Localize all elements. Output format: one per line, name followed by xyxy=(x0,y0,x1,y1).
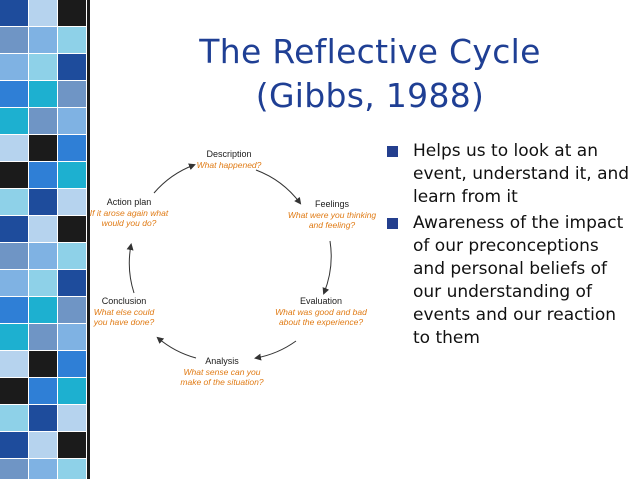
stage-question: What else could you have done? xyxy=(93,307,155,327)
arrow-analysis-to-conclusion xyxy=(156,336,197,359)
mosaic-tile xyxy=(58,81,86,107)
stage-question: What was good and bad about the experien… xyxy=(275,307,367,327)
mosaic-tile xyxy=(29,81,57,107)
mosaic-tile xyxy=(29,405,57,431)
bullet-list: Helps us to look at an event, understand… xyxy=(383,140,633,353)
mosaic-tile xyxy=(58,351,86,377)
mosaic-tile xyxy=(58,405,86,431)
mosaic-tile xyxy=(0,108,28,134)
mosaic-tile xyxy=(0,189,28,215)
mosaic-tile xyxy=(58,189,86,215)
mosaic-tile xyxy=(58,54,86,80)
mosaic-tile xyxy=(29,216,57,242)
mosaic-tile xyxy=(0,81,28,107)
mosaic-tile xyxy=(58,378,86,404)
mosaic-tile xyxy=(29,162,57,188)
mosaic-tile xyxy=(0,270,28,296)
mosaic-tile xyxy=(58,270,86,296)
mosaic-edge-line xyxy=(87,0,90,479)
mosaic-tile xyxy=(0,432,28,458)
stage-feelings: Feelings What were you thinking and feel… xyxy=(284,199,380,230)
mosaic-tile xyxy=(0,216,28,242)
title-line-2: (Gibbs, 1988) xyxy=(255,76,485,115)
square-bullet-icon xyxy=(387,218,398,229)
arrow-conclusion-to-action-plan xyxy=(126,243,135,294)
mosaic-tile xyxy=(29,351,57,377)
mosaic-tile xyxy=(58,27,86,53)
arrow-action-plan-to-description xyxy=(153,163,196,194)
mosaic-pattern xyxy=(0,0,86,483)
stage-label: Conclusion xyxy=(101,296,147,306)
stage-evaluation: Evaluation What was good and bad about t… xyxy=(266,296,376,327)
mosaic-tile xyxy=(0,351,28,377)
stage-label: Feelings xyxy=(314,199,350,209)
mosaic-tile xyxy=(29,459,57,483)
mosaic-tile xyxy=(29,108,57,134)
reflective-cycle-diagram: Description What happened? Feelings What… xyxy=(86,143,376,388)
stage-label: Analysis xyxy=(205,356,239,366)
mosaic-tile xyxy=(0,459,28,483)
mosaic-tile xyxy=(58,243,86,269)
mosaic-tile xyxy=(0,27,28,53)
mosaic-tile xyxy=(58,324,86,350)
mosaic-tile xyxy=(0,297,28,323)
decorative-mosaic-strip xyxy=(0,0,90,483)
stage-action-plan: Action plan If it arose again what would… xyxy=(86,197,172,228)
bullet-text: Helps us to look at an event, understand… xyxy=(413,141,630,207)
stage-question: What were you thinking and feeling? xyxy=(287,210,377,230)
mosaic-tile xyxy=(29,270,57,296)
stage-description: Description What happened? xyxy=(184,149,274,170)
mosaic-tile xyxy=(58,108,86,134)
bullet-text: Awareness of the impact of our preconcep… xyxy=(413,213,624,348)
stage-question: What sense can you make of the situation… xyxy=(180,367,264,387)
mosaic-tile xyxy=(0,378,28,404)
mosaic-tile xyxy=(0,54,28,80)
mosaic-tile xyxy=(58,216,86,242)
mosaic-tile xyxy=(29,189,57,215)
mosaic-tile xyxy=(58,0,86,26)
mosaic-tile xyxy=(29,297,57,323)
mosaic-tile xyxy=(0,405,28,431)
stage-conclusion: Conclusion What else could you have done… xyxy=(90,296,158,327)
mosaic-tile xyxy=(58,459,86,483)
mosaic-tile xyxy=(0,0,28,26)
mosaic-tile xyxy=(29,432,57,458)
stage-analysis: Analysis What sense can you make of the … xyxy=(174,356,270,387)
mosaic-tile xyxy=(29,0,57,26)
mosaic-tile xyxy=(58,162,86,188)
mosaic-tile xyxy=(29,135,57,161)
mosaic-tile xyxy=(58,135,86,161)
arrow-description-to-feelings xyxy=(255,169,302,205)
mosaic-tile xyxy=(0,135,28,161)
slide-title: The Reflective Cycle (Gibbs, 1988) xyxy=(150,30,590,118)
bullet-item: Helps us to look at an event, understand… xyxy=(383,140,633,209)
square-bullet-icon xyxy=(387,146,398,157)
mosaic-tile xyxy=(0,324,28,350)
stage-question: If it arose again what would you do? xyxy=(89,208,169,228)
stage-label: Evaluation xyxy=(299,296,343,306)
cycle-arrows xyxy=(126,163,332,361)
stage-label: Action plan xyxy=(106,197,152,207)
mosaic-tile xyxy=(0,162,28,188)
mosaic-tile xyxy=(29,243,57,269)
mosaic-tile xyxy=(58,432,86,458)
mosaic-tile xyxy=(0,243,28,269)
arrow-feelings-to-evaluation xyxy=(322,240,332,295)
stage-question: What happened? xyxy=(196,160,262,170)
mosaic-tile xyxy=(29,54,57,80)
stage-label: Description xyxy=(206,149,252,159)
arrow-evaluation-to-analysis xyxy=(254,340,297,361)
mosaic-tile xyxy=(29,324,57,350)
mosaic-tile xyxy=(58,297,86,323)
mosaic-tile xyxy=(29,378,57,404)
bullet-item: Awareness of the impact of our preconcep… xyxy=(383,212,633,350)
mosaic-tile xyxy=(29,27,57,53)
title-line-1: The Reflective Cycle xyxy=(199,32,541,71)
